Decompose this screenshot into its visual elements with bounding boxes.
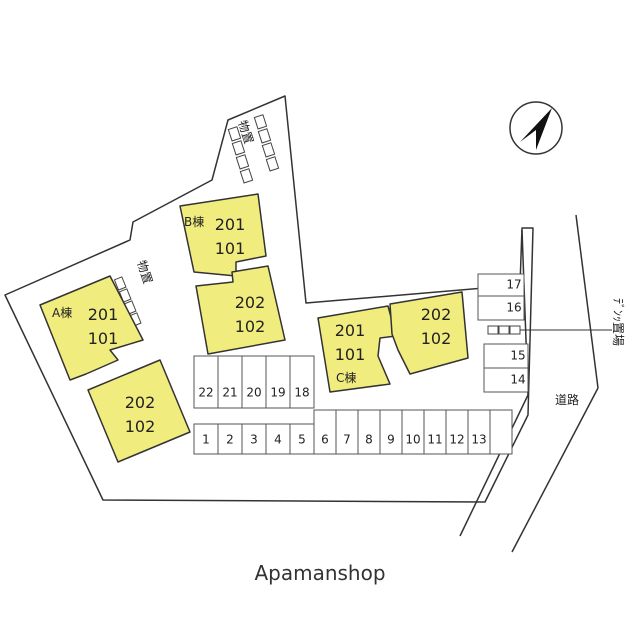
parking-space <box>483 343 529 369</box>
parking-number: 21 <box>222 386 237 400</box>
parking-number: 12 <box>449 433 464 447</box>
compass <box>509 101 563 155</box>
parking-space <box>241 355 267 409</box>
building-c-right <box>389 291 469 375</box>
parking-space <box>193 423 219 455</box>
parking-number: 22 <box>198 386 213 400</box>
parking-number: 14 <box>510 373 525 387</box>
building-b-unit-102: 102 <box>235 317 266 336</box>
parking-number: 3 <box>250 433 258 447</box>
brand-watermark: Apamanshop <box>254 561 385 585</box>
parking-space <box>265 355 291 409</box>
parking-bottom-row: 1 2 3 4 5 6 7 8 9 10 11 12 13 <box>193 409 513 455</box>
parking-space <box>477 295 525 321</box>
north-arrow-icon <box>520 108 552 150</box>
building-a-unit-101: 101 <box>88 329 119 348</box>
parking-upper-row: 22 21 20 19 18 <box>193 355 315 409</box>
building-a-unit-202: 202 <box>125 393 156 412</box>
road <box>459 214 599 553</box>
storage-shed-top <box>227 114 280 184</box>
building-a-lower <box>87 359 191 463</box>
bicycle-parking <box>487 325 612 335</box>
building-b-lower <box>195 265 286 355</box>
parking-number: 5 <box>298 433 306 447</box>
parking-space <box>489 409 513 455</box>
building-c-unit-201: 201 <box>335 321 366 340</box>
building-b <box>179 193 267 277</box>
parking-space <box>483 367 529 393</box>
building-c-left <box>317 305 397 393</box>
parking-number: 9 <box>387 433 395 447</box>
road-label: 道路 <box>555 392 579 407</box>
building-a-unit-102: 102 <box>125 417 156 436</box>
parking-number: 20 <box>246 386 261 400</box>
parking-number: 17 <box>506 278 521 292</box>
parking-number: 16 <box>506 301 521 315</box>
building-b-unit-202: 202 <box>235 293 266 312</box>
building-c-tag: C棟 <box>336 370 356 385</box>
building-a-tag: A棟 <box>52 305 72 320</box>
parking-space <box>193 355 219 409</box>
parking-number: 15 <box>510 349 525 363</box>
parking-space <box>289 423 315 455</box>
parking-number: 6 <box>321 433 329 447</box>
parking-right: 17 16 15 14 <box>477 273 529 393</box>
building-b-tag: B棟 <box>184 214 204 229</box>
parking-number: 13 <box>471 433 486 447</box>
parking-number: 11 <box>427 433 442 447</box>
bicycle-parking-label: ﾃﾞﾝｯ置場 <box>611 298 625 346</box>
building-b-unit-201: 201 <box>215 215 246 234</box>
parking-number: 19 <box>270 386 285 400</box>
parking-number: 10 <box>405 433 420 447</box>
building-c-unit-101: 101 <box>335 345 366 364</box>
parking-number: 1 <box>202 433 210 447</box>
parking-number: 4 <box>274 433 282 447</box>
parking-number: 8 <box>365 433 373 447</box>
parking-number: 7 <box>343 433 351 447</box>
building-b-unit-101: 101 <box>215 239 246 258</box>
building-a <box>39 275 144 381</box>
parking-number: 2 <box>226 433 234 447</box>
parking-space <box>265 423 291 455</box>
building-a-unit-201: 201 <box>88 305 119 324</box>
parking-space <box>289 355 315 409</box>
parking-space <box>217 355 243 409</box>
parking-number: 18 <box>294 386 309 400</box>
building-c-unit-102: 102 <box>421 329 452 348</box>
building-c-unit-202: 202 <box>421 305 452 324</box>
